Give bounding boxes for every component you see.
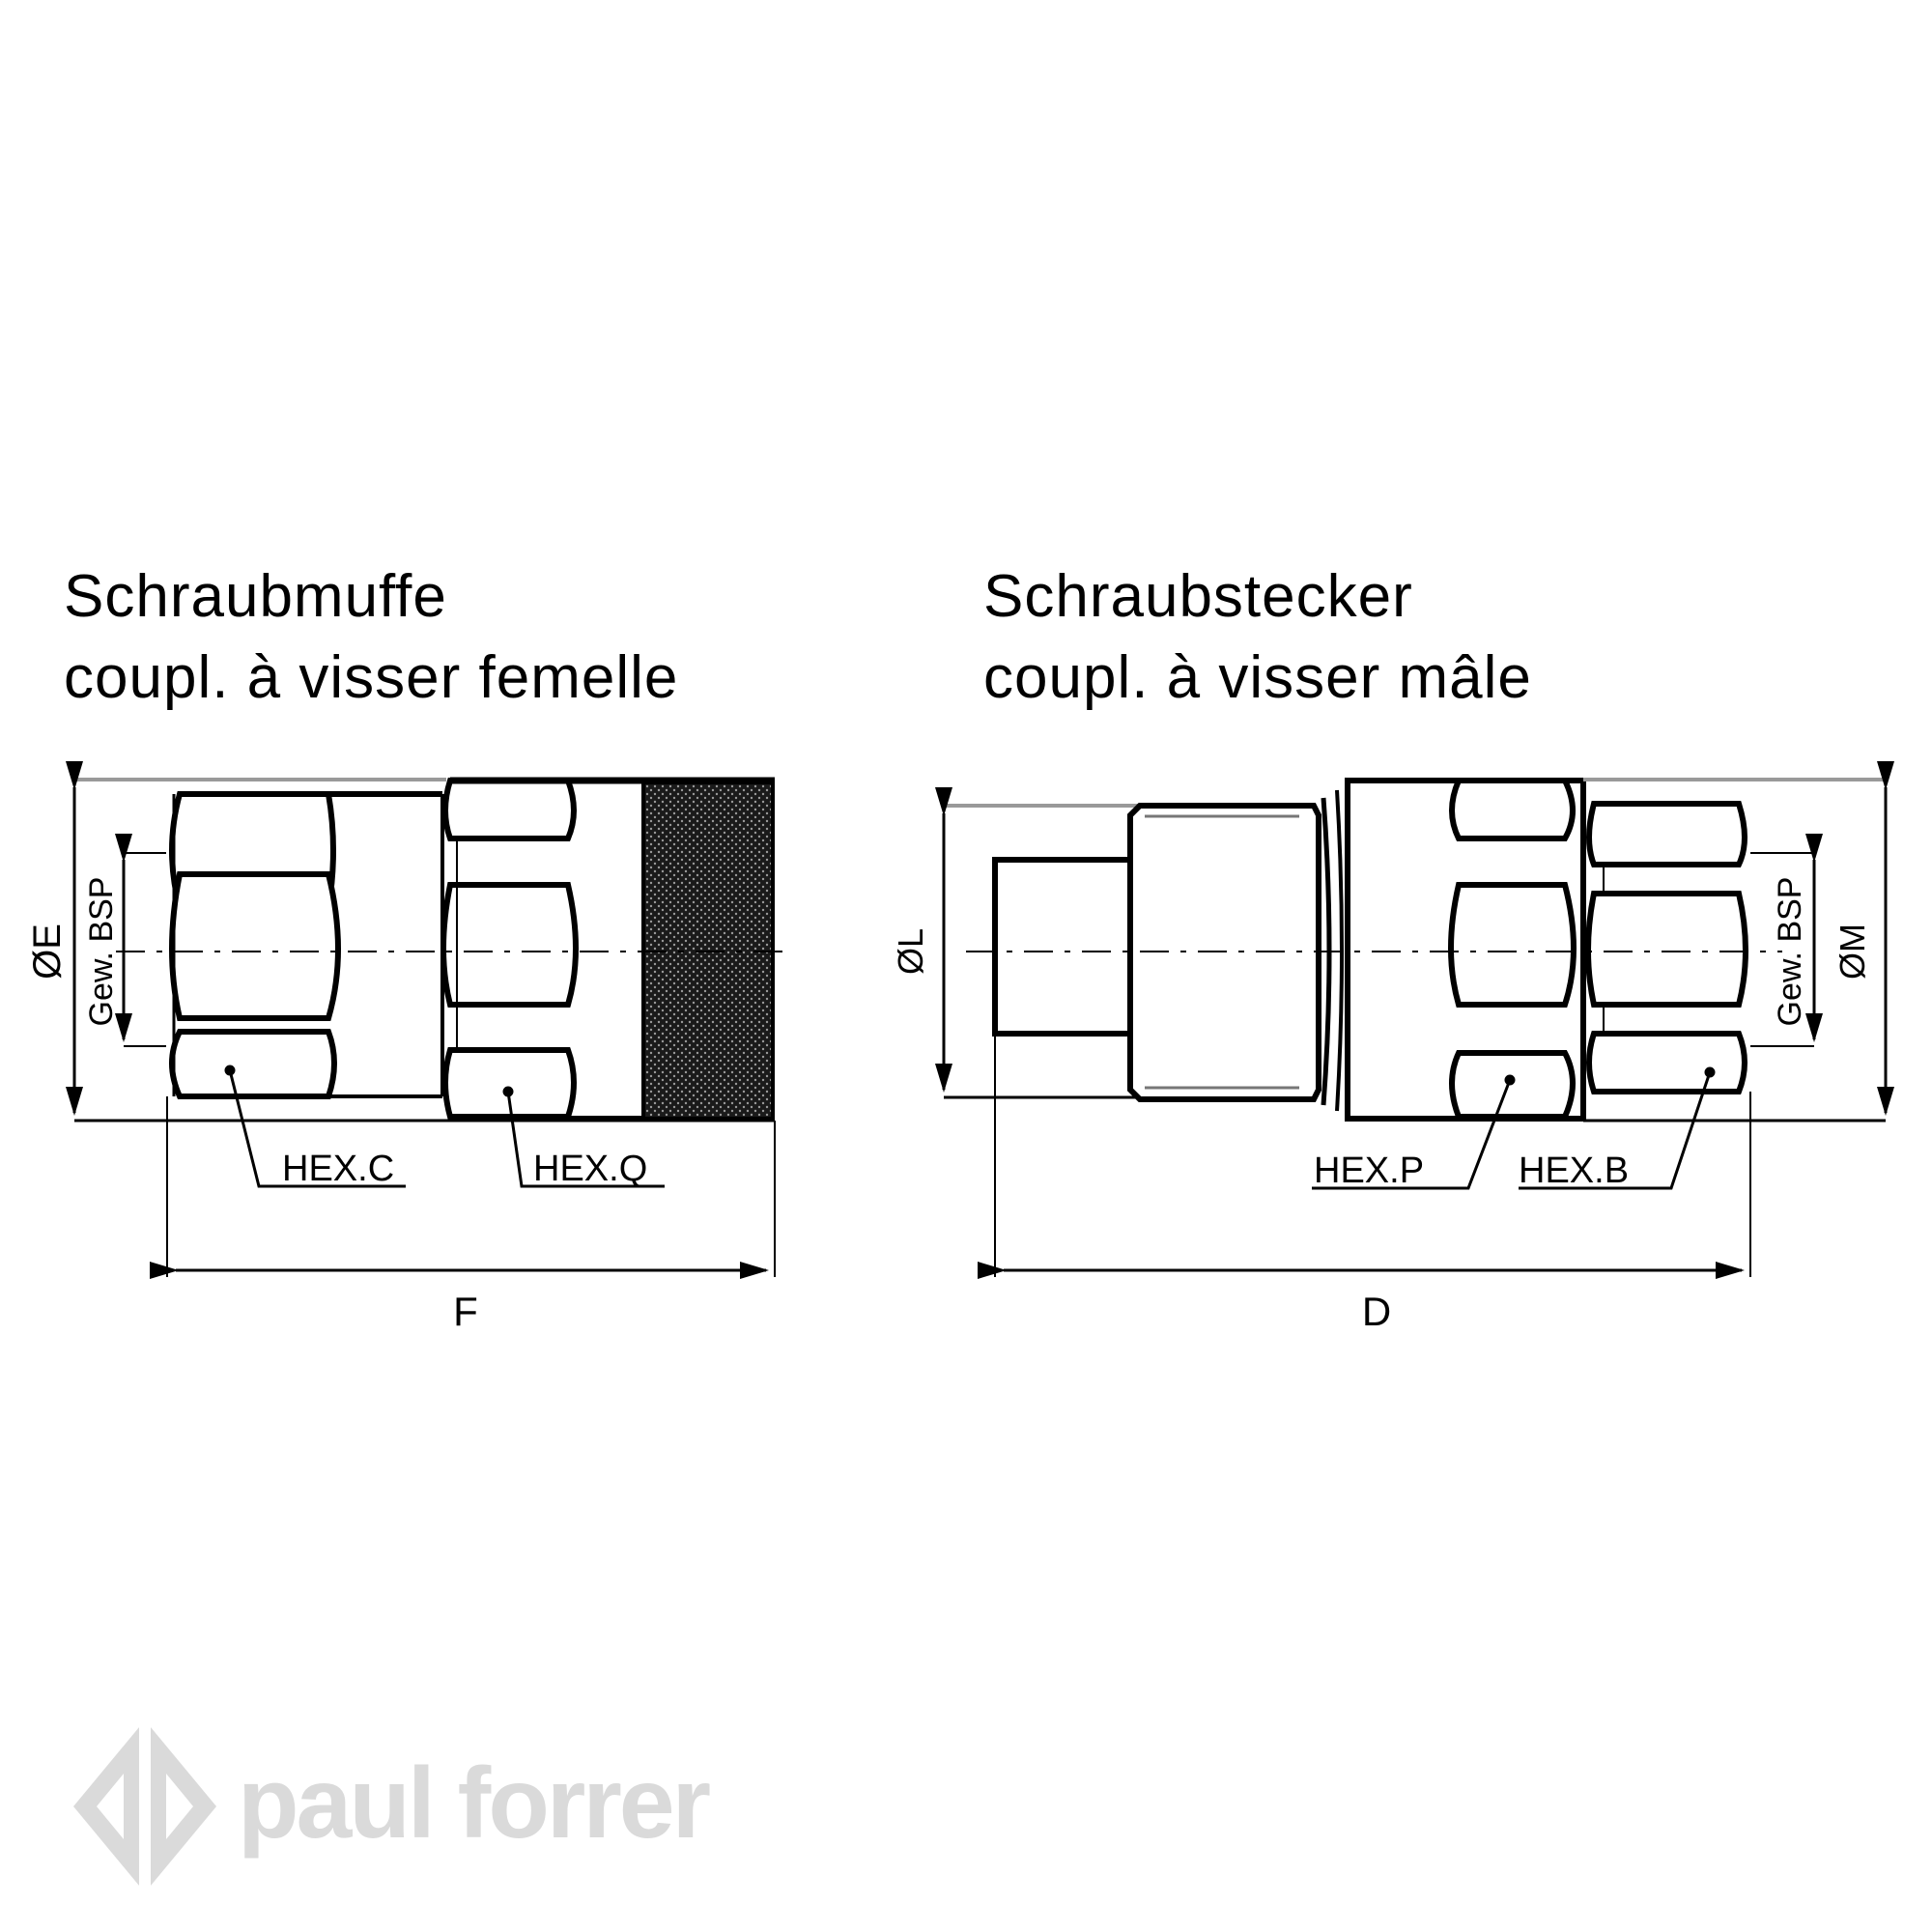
brand-wordmark: paul forrer bbox=[238, 1747, 711, 1860]
hex-c-label: HEX.C bbox=[282, 1149, 394, 1189]
paul-forrer-logo-icon bbox=[73, 1727, 216, 1886]
thread-bsp-label-right: Gew. BSP bbox=[1772, 877, 1808, 1027]
length-f-label: F bbox=[453, 1289, 478, 1334]
male-title-fr: coupl. à visser mâle bbox=[983, 644, 1532, 711]
male-title-de: Schraubstecker bbox=[983, 563, 1413, 630]
female-coupling-drawing bbox=[66, 761, 787, 1279]
hex-q-label: HEX.Q bbox=[533, 1149, 647, 1189]
hex-b-label: HEX.B bbox=[1519, 1151, 1629, 1191]
female-title-fr: coupl. à visser femelle bbox=[64, 644, 679, 711]
male-coupling-title: Schraubstecker coupl. à visser mâle bbox=[983, 556, 1532, 719]
thread-bsp-label-left: Gew. BSP bbox=[83, 877, 120, 1027]
diameter-m-label: ØM bbox=[1833, 923, 1872, 980]
hex-p-label: HEX.P bbox=[1314, 1151, 1424, 1191]
length-d-label: D bbox=[1362, 1289, 1391, 1334]
male-coupling-drawing bbox=[935, 761, 1894, 1279]
female-title-de: Schraubmuffe bbox=[64, 563, 447, 630]
female-coupling-title: Schraubmuffe coupl. à visser femelle bbox=[64, 556, 678, 719]
diameter-e-label: ØE bbox=[26, 923, 69, 980]
diameter-l-label: ØL bbox=[891, 928, 930, 975]
